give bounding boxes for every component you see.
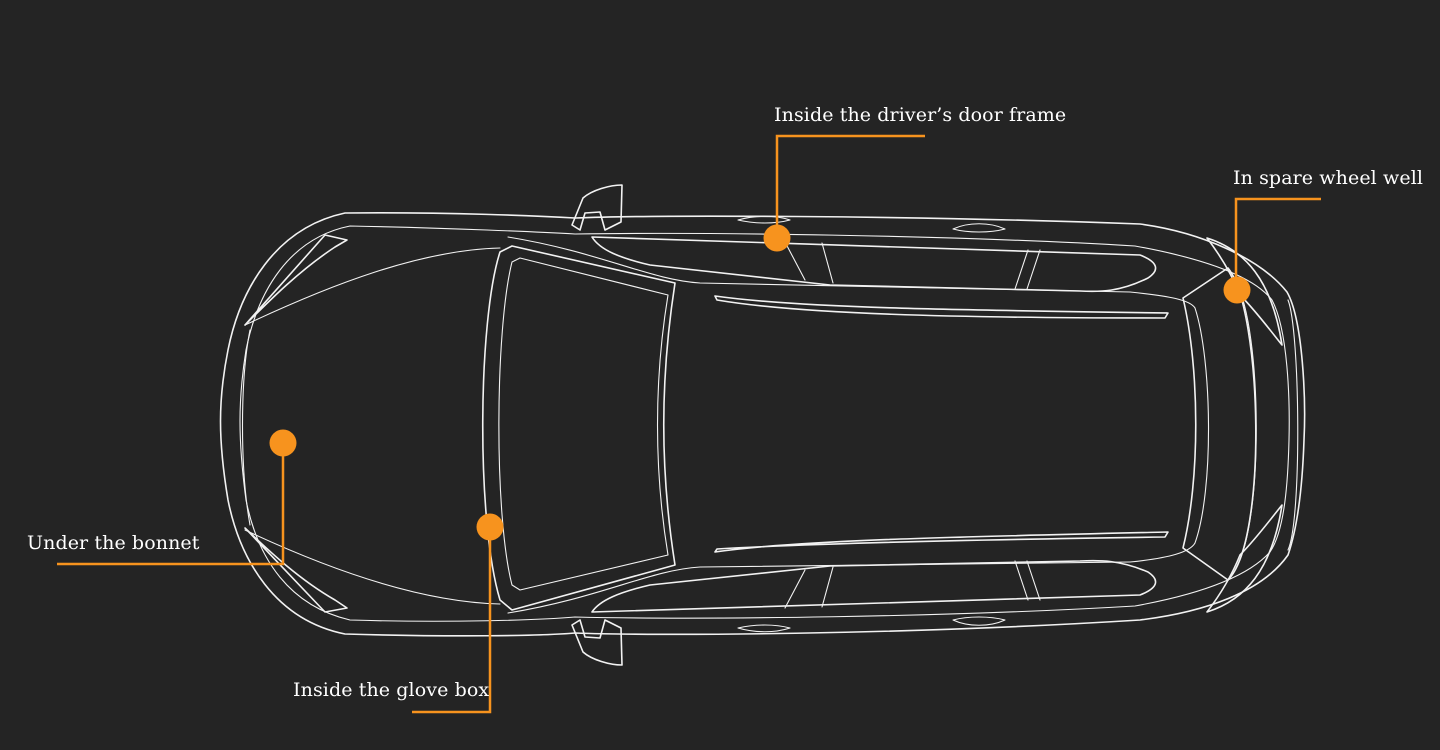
orange-dot-icon[interactable] — [1223, 276, 1251, 304]
headlight-left — [244, 234, 348, 326]
windscreen-inner — [498, 257, 669, 591]
label-spare-wheel: In spare wheel well — [1233, 167, 1424, 189]
headlight-right — [244, 527, 348, 613]
side-window-top — [591, 236, 1157, 293]
a-pillar-bottom — [507, 561, 1131, 614]
leader-line-under-bonnet — [57, 443, 285, 566]
d-pillar-bottom — [1014, 560, 1041, 601]
windscreen-outer — [481, 245, 676, 611]
roof-top-edge — [1129, 291, 1196, 309]
bonnet-outline — [244, 247, 501, 326]
leader-lines — [57, 134, 1321, 714]
front-bumper-line — [241, 329, 251, 526]
b-pillar-top — [784, 241, 806, 281]
door-handle-front-bottom — [737, 624, 791, 633]
rear-window — [1182, 267, 1257, 581]
roof-bottom-edge — [1129, 542, 1196, 563]
door-handle-front-top — [737, 215, 791, 224]
roof-rail-top — [714, 295, 1169, 319]
roof-rail-bottom — [714, 531, 1169, 553]
bonnet-outline-lower — [244, 529, 501, 605]
c-pillar-top — [821, 242, 834, 284]
tail-light-bottom — [1206, 504, 1283, 613]
orange-dot-icon[interactable] — [763, 224, 791, 252]
b-pillar-bottom — [784, 569, 806, 609]
leader-line-glove-box — [412, 527, 492, 714]
door-handle-rear-top — [952, 223, 1006, 233]
rear-window-inner — [1235, 281, 1257, 569]
leader-line-spare-wheel — [1234, 197, 1321, 290]
orange-dot-icon[interactable] — [269, 429, 297, 457]
a-pillar-top — [507, 236, 1131, 293]
orange-dot-icon[interactable] — [476, 513, 504, 541]
tail-light-top — [1206, 237, 1283, 346]
leader-line-door-frame — [775, 134, 925, 238]
mirror-bottom — [571, 619, 623, 666]
d-pillar-top — [1014, 249, 1041, 290]
markers — [269, 224, 1251, 541]
label-door-frame: Inside the driver’s door frame — [774, 104, 1067, 126]
label-under-bonnet: Under the bonnet — [27, 532, 200, 554]
door-handle-rear-bottom — [952, 616, 1006, 626]
side-window-bottom — [591, 559, 1157, 613]
car-top-view-outline — [219, 184, 1306, 666]
roof-rear-edge — [1194, 307, 1210, 544]
label-glove-box: Inside the glove box — [293, 679, 490, 701]
c-pillar-bottom — [821, 566, 834, 608]
mirror-top — [571, 184, 623, 231]
rear-bumper — [1287, 299, 1299, 551]
car-body-outline — [219, 212, 1306, 637]
